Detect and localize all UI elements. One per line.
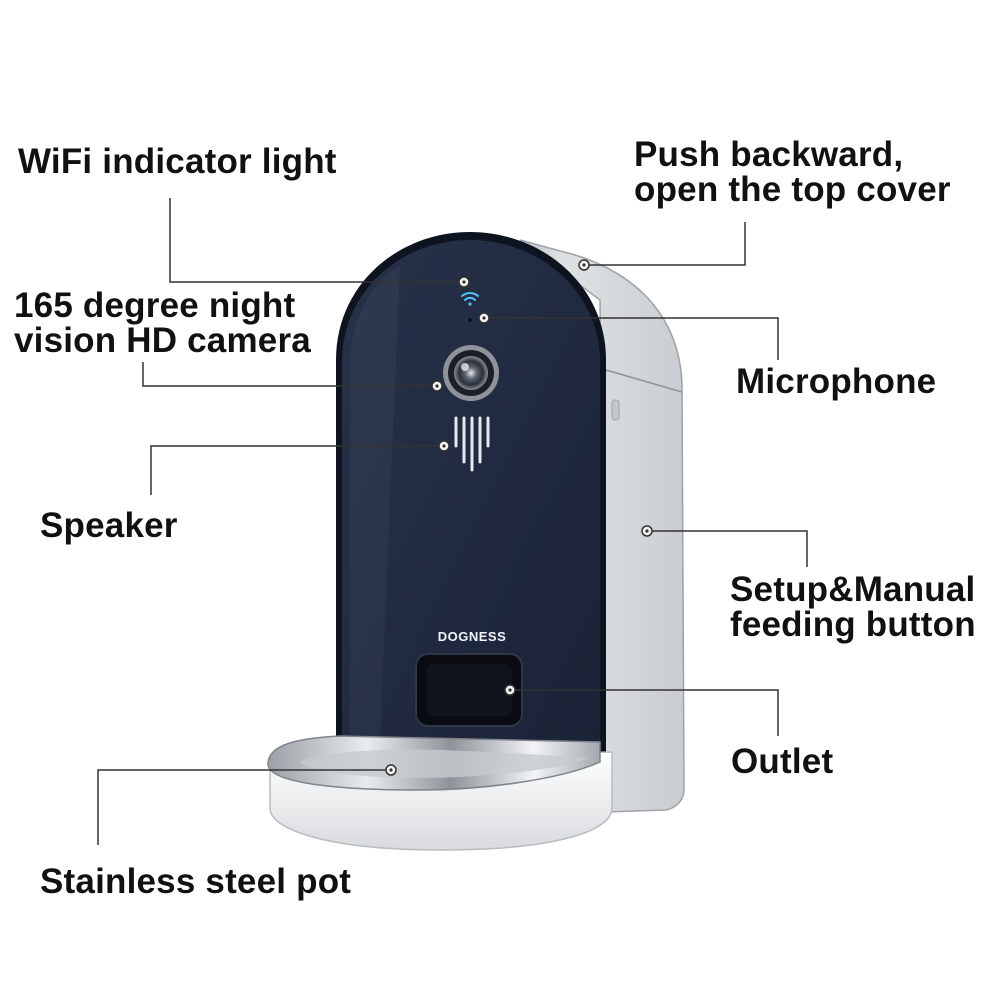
brand-logo: DOGNESS [438,629,507,644]
callout-top-cover-line1: Push backward, [634,135,904,174]
front-panel [342,240,600,758]
camera-lens-icon [454,356,488,390]
microphone-hole-icon [468,318,472,322]
camera-lens-glint [461,363,469,371]
leader-setup-button [647,530,808,567]
steel-pot-inner [300,749,590,778]
callout-setup-button-line1: Setup&Manual [730,570,976,609]
callout-microphone: Microphone [736,362,937,401]
callout-outlet: Outlet [731,742,834,781]
leader-top-cover [584,222,746,266]
top-cover-seam [605,369,683,393]
callout-wifi-indicator: WiFi indicator light [18,142,337,181]
speaker-grille-icon [454,416,490,472]
callout-setup-button-line2: feeding button [730,605,976,644]
leader-steel-pot [97,769,391,845]
callout-speaker: Speaker [40,506,178,545]
side-button [611,399,620,421]
panel-reflection [350,265,400,740]
wifi-indicator-icon [461,292,479,306]
device-side-housing [519,239,685,813]
leader-microphone [484,317,779,360]
leader-camera [142,362,437,387]
callout-steel-pot: Stainless steel pot [40,862,352,901]
callout-camera-line2: vision HD camera [14,321,311,360]
leader-lines [97,198,808,845]
leader-wifi [169,198,464,283]
leader-outlet [510,689,779,736]
callout-camera-line1: 165 degree night [14,286,296,325]
outlet-inner [426,664,512,716]
callout-top-cover-line2: open the top cover [634,170,951,209]
leader-speaker [150,445,444,495]
